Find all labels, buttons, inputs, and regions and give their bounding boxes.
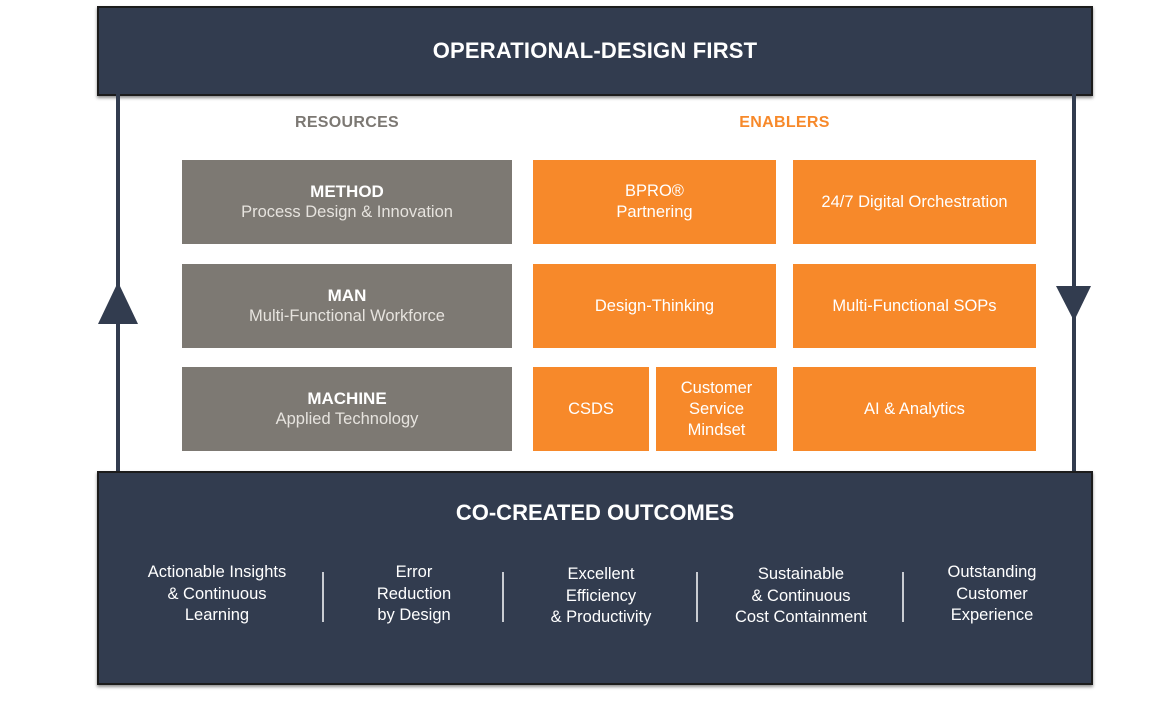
enabler-customer-service-mindset: Customer Service Mindset	[656, 367, 777, 451]
header-title: OPERATIONAL-DESIGN FIRST	[432, 38, 758, 63]
resource-subtitle: Multi-Functional Workforce	[249, 307, 445, 325]
enablers-heading: ENABLERS	[739, 114, 830, 131]
outcome-item: Excellent Efficiency & Productivity	[550, 565, 652, 626]
resource-subtitle: Applied Technology	[275, 410, 419, 428]
resource-method: METHOD Process Design & Innovation	[182, 160, 512, 244]
enabler-csds: CSDS	[533, 367, 649, 451]
outcome-item: Sustainable & Continuous Cost Containmen…	[734, 565, 868, 626]
arrow-up-icon	[98, 282, 138, 324]
header-banner: OPERATIONAL-DESIGN FIRST	[97, 6, 1093, 96]
resource-title: MACHINE	[307, 389, 387, 408]
resource-title: METHOD	[310, 182, 384, 201]
enabler-multi-functional-sops: Multi-Functional SOPs	[793, 264, 1036, 348]
arrow-down-icon	[1056, 286, 1091, 321]
resource-man: MAN Multi-Functional Workforce	[182, 264, 512, 348]
resource-title: MAN	[327, 286, 367, 305]
outcome-divider	[322, 572, 324, 622]
enabler-ai-analytics: AI & Analytics	[793, 367, 1036, 451]
resource-subtitle: Process Design & Innovation	[241, 203, 453, 221]
outcome-item: Outstanding Customer Experience	[947, 563, 1037, 624]
outcomes-panel: CO-CREATED OUTCOMES Actionable Insights …	[97, 471, 1093, 685]
enabler-bpro-partnering: BPRO® Partnering	[533, 160, 776, 244]
outcome-divider	[902, 572, 904, 622]
enabler-design-thinking: Design-Thinking	[533, 264, 776, 348]
enabler-digital-orchestration: 24/7 Digital Orchestration	[793, 160, 1036, 244]
outcomes-title: CO-CREATED OUTCOMES	[455, 500, 735, 525]
outcome-item: Actionable Insights & Continuous Learnin…	[147, 563, 287, 624]
resource-machine: MACHINE Applied Technology	[182, 367, 512, 451]
resources-heading: RESOURCES	[294, 114, 400, 131]
right-flow-line	[1072, 94, 1076, 472]
outcome-divider	[696, 572, 698, 622]
outcome-item: Error Reduction by Design	[376, 563, 452, 624]
outcome-divider	[502, 572, 504, 622]
